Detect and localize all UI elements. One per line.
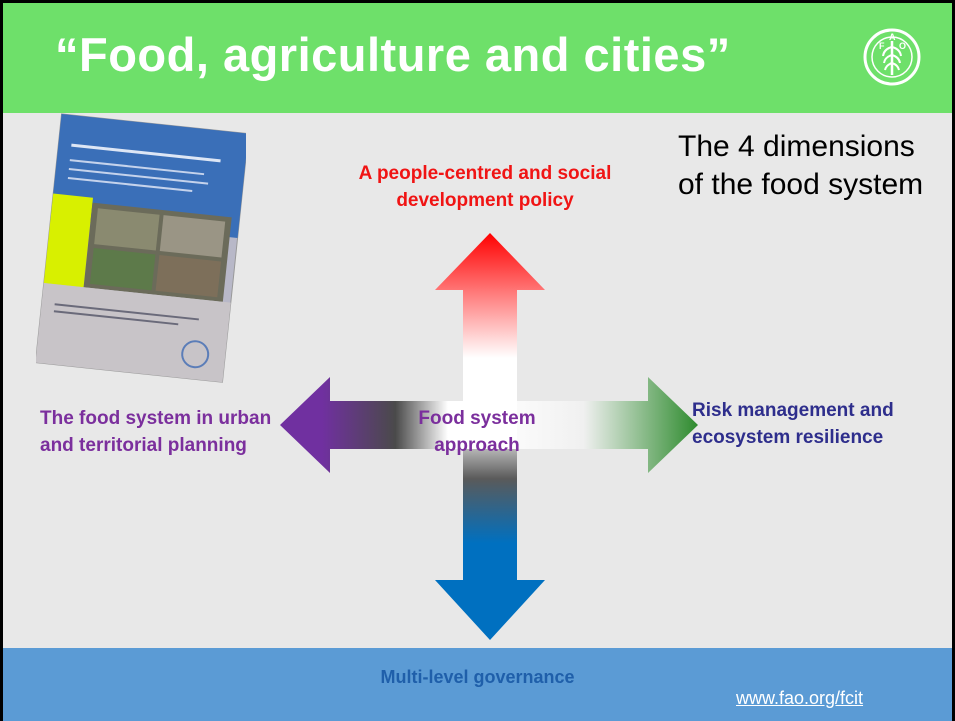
arrow-up bbox=[435, 233, 545, 425]
subtitle: The 4 dimensions of the food system bbox=[678, 130, 924, 201]
dimension-bottom-label: Multi-level governance bbox=[380, 667, 575, 687]
frame-left bbox=[0, 0, 3, 721]
center-label: Food system approach bbox=[418, 408, 536, 456]
svg-text:F: F bbox=[879, 41, 885, 51]
report-cover-image bbox=[36, 113, 246, 383]
slide-title: “Food, agriculture and cities” bbox=[55, 28, 731, 81]
arrow-down bbox=[435, 425, 545, 640]
arrow-center bbox=[463, 401, 517, 449]
arrow-right bbox=[490, 377, 698, 473]
svg-text:A: A bbox=[889, 32, 896, 42]
fao-website-link[interactable]: www.fao.org/fcit bbox=[736, 688, 864, 708]
dimension-left-label: The food system in urban and territorial… bbox=[40, 408, 272, 456]
footer-bar: Multi-level governance www.fao.org/fcit bbox=[3, 648, 952, 721]
arrow-left bbox=[280, 377, 490, 473]
svg-text:O: O bbox=[899, 41, 906, 51]
fao-logo-icon: F A O bbox=[863, 28, 921, 86]
dimension-top-label: A people-centred and social development … bbox=[358, 163, 612, 211]
title-bar: “Food, agriculture and cities” F A O bbox=[3, 3, 952, 113]
frame-right bbox=[952, 0, 955, 721]
frame-top bbox=[0, 0, 955, 3]
dimension-right-label: Risk management and ecosystem resilience bbox=[692, 400, 894, 448]
